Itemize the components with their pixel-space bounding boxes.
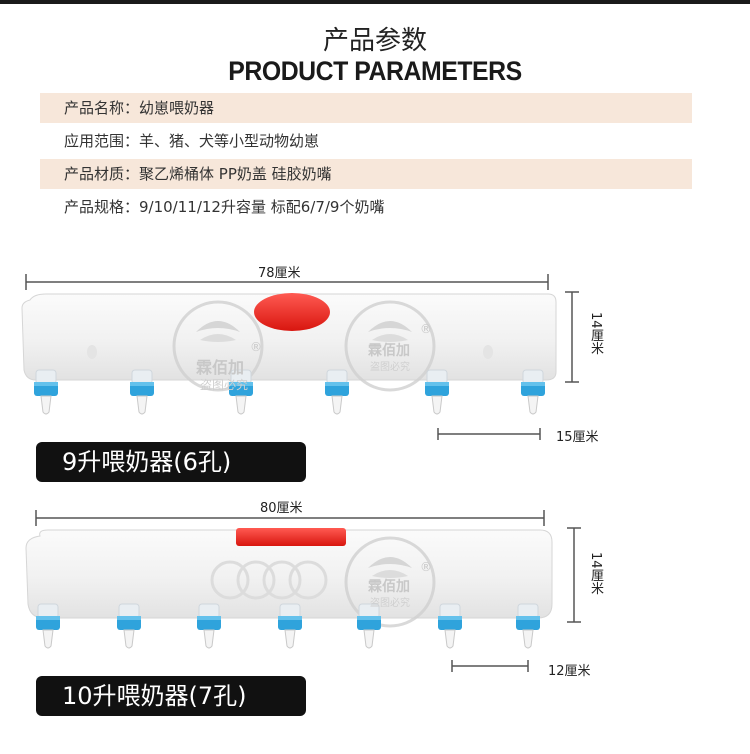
top-rule [0, 0, 750, 4]
product-2-height-label: 14厘米 [588, 552, 603, 595]
watermark-brand: 霖佰加 [368, 579, 410, 595]
watermark-brand: 霖佰加 [196, 358, 245, 377]
watermark-sub: 盗图必究 [370, 362, 410, 373]
parameter-table: 产品名称：幼崽喂奶器 应用范围：羊、猪、犬等小型动物幼崽 产品材质：聚乙烯桶体 … [40, 93, 692, 225]
watermark-sub: 盗图必究 [370, 598, 410, 609]
param-row-name: 产品名称：幼崽喂奶器 [40, 93, 692, 123]
param-row-material: 产品材质：聚乙烯桶体 PP奶盖 硅胶奶嘴 [40, 159, 692, 189]
nipple-icon [520, 369, 546, 415]
product-2-red-cap [236, 528, 346, 546]
nipple-icon [515, 603, 541, 649]
product-1-width-label: 78厘米 [258, 266, 301, 281]
nipple-icon [35, 603, 61, 649]
product-2-width-label: 80厘米 [260, 501, 303, 516]
param-row-usage: 应用范围：羊、猪、犬等小型动物幼崽 [40, 126, 692, 156]
watermark-brand: 霖佰加 [368, 343, 410, 359]
watermark-mark: ® [420, 560, 432, 574]
watermark-mark: ® [420, 322, 432, 336]
nipple-icon [277, 603, 303, 649]
product-1-red-cap [254, 293, 330, 331]
nipple-icon [424, 369, 450, 415]
nipple-icon [324, 369, 350, 415]
page-title-en: PRODUCT PARAMETERS [228, 56, 522, 86]
product-2-spacing-label: 12厘米 [548, 664, 591, 679]
product-1-height-label: 14厘米 [588, 312, 603, 355]
product-1-spacing-label: 15厘米 [556, 430, 599, 445]
nipple-icon [196, 603, 222, 649]
nipple-icon [129, 369, 155, 415]
nipple-icon [356, 603, 382, 649]
nipple-icon [33, 369, 59, 415]
nipple-icon [116, 603, 142, 649]
page-title-cn: 产品参数 [322, 26, 427, 56]
product-1-label: 9升喂奶器(6孔) [36, 442, 306, 482]
nipple-icon [437, 603, 463, 649]
param-row-spec: 产品规格：9/10/11/12升容量 标配6/7/9个奶嘴 [40, 192, 692, 222]
watermark-mark: ® [250, 340, 262, 354]
product-2-label: 10升喂奶器(7孔) [36, 676, 306, 716]
watermark-sub: 盗图必究 [200, 378, 249, 392]
